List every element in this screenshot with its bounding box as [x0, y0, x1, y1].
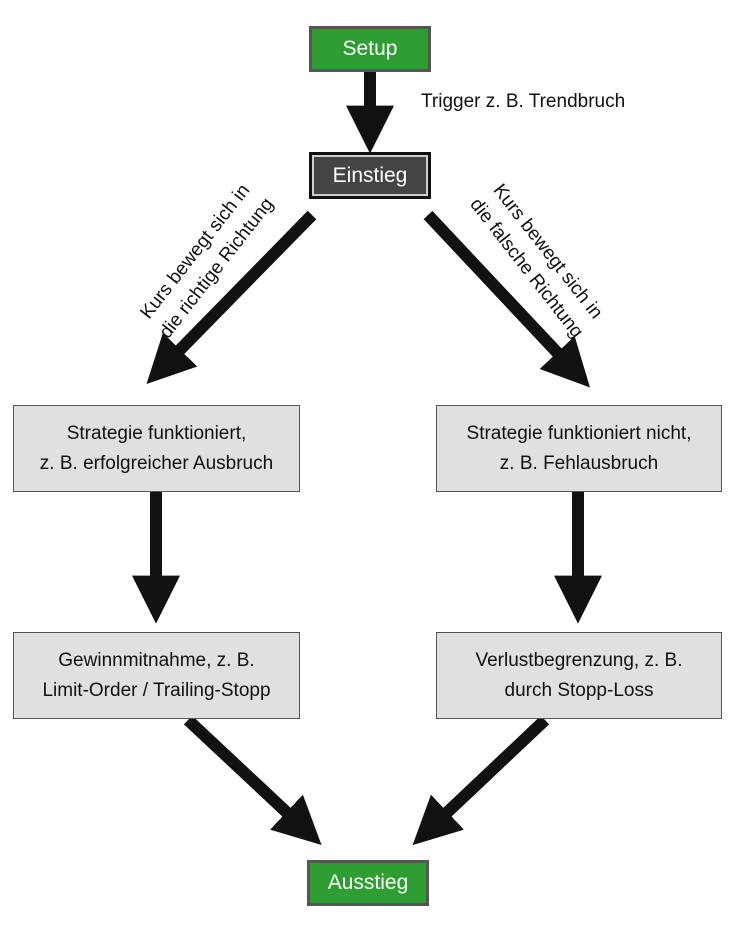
node-profit-taking: Gewinnmitnahme, z. B. Limit-Order / Trai…: [13, 632, 300, 719]
arrow-loss-to-ausstieg: [412, 715, 550, 846]
node-loss-limitation-line1: Verlustbegrenzung, z. B.: [475, 649, 683, 671]
arrow-profit-to-ausstieg: [183, 715, 322, 845]
node-profit-taking-line1: Gewinnmitnahme, z. B.: [58, 649, 255, 671]
node-strategy-failure-line2: z. B. Fehlausbruch: [499, 452, 659, 474]
node-strategy-failure-line1: Strategie funktioniert nicht,: [466, 422, 692, 444]
trigger-label: Trigger z. B. Trendbruch: [421, 88, 625, 115]
node-strategy-success-line1: Strategie funktioniert,: [66, 422, 247, 444]
node-einstieg: Einstieg: [309, 152, 431, 199]
node-setup-label: Setup: [342, 37, 398, 60]
node-strategy-failure: Strategie funktioniert nicht, z. B. Fehl…: [436, 405, 722, 492]
node-strategy-success: Strategie funktioniert, z. B. erfolgreic…: [13, 405, 300, 492]
arrow-einstieg-to-success: [146, 210, 317, 385]
node-ausstieg-label: Ausstieg: [327, 871, 409, 894]
node-loss-limitation: Verlustbegrenzung, z. B. durch Stopp-Los…: [436, 632, 722, 719]
node-einstieg-label: Einstieg: [332, 163, 408, 187]
node-loss-limitation-line2: durch Stopp-Loss: [504, 679, 654, 701]
node-strategy-success-line2: z. B. erfolgreicher Ausbruch: [39, 452, 274, 474]
node-ausstieg: Ausstieg: [307, 860, 429, 906]
arrow-einstieg-to-failure: [423, 210, 591, 388]
trigger-label-text: Trigger z. B. Trendbruch: [421, 91, 626, 112]
node-profit-taking-line2: Limit-Order / Trailing-Stopp: [42, 679, 271, 701]
node-setup: Setup: [309, 26, 431, 72]
